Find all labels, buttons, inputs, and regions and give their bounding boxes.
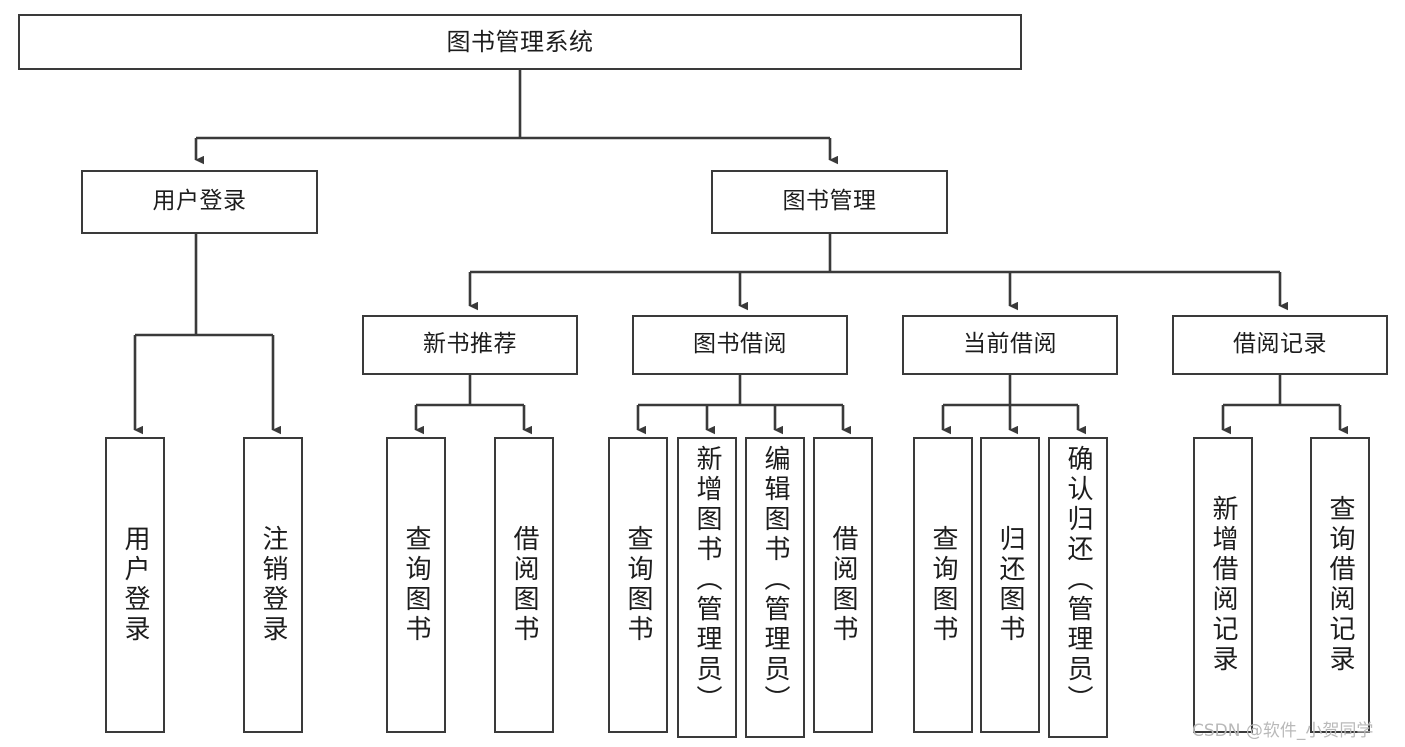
node-label: 新增图书（管理员） — [692, 445, 722, 715]
node-book-borrow[interactable]: 图书借阅 — [632, 315, 848, 375]
leaf-user-login-login[interactable]: 用户登录 — [105, 437, 165, 733]
leaf-current-borrow-query[interactable]: 查询图书 — [913, 437, 973, 733]
node-label: 用户登录 — [152, 188, 247, 215]
node-label: 查询图书 — [928, 525, 958, 645]
node-label: 新增借阅记录 — [1208, 495, 1238, 675]
leaf-book-borrow-edit[interactable]: 编辑图书（管理员） — [745, 437, 805, 738]
node-label: 归还图书 — [995, 525, 1025, 645]
node-label: 新书推荐 — [423, 331, 517, 358]
leaf-book-borrow-add[interactable]: 新增图书（管理员） — [677, 437, 737, 738]
leaf-new-book-query[interactable]: 查询图书 — [386, 437, 446, 733]
node-label: 当前借阅 — [963, 331, 1057, 358]
node-root-system[interactable]: 图书管理系统 — [18, 14, 1022, 70]
node-label: 借阅图书 — [509, 525, 539, 645]
node-label: 确认归还（管理员） — [1063, 445, 1093, 715]
node-label: 查询图书 — [401, 525, 431, 645]
node-label: 借阅图书 — [828, 525, 858, 645]
node-label: 编辑图书（管理员） — [760, 445, 790, 715]
node-label: 用户登录 — [120, 525, 150, 645]
leaf-current-borrow-return[interactable]: 归还图书 — [980, 437, 1040, 733]
node-label: 借阅记录 — [1233, 331, 1327, 358]
leaf-book-borrow-borrow[interactable]: 借阅图书 — [813, 437, 873, 733]
node-label: 查询图书 — [623, 525, 653, 645]
leaf-book-borrow-query[interactable]: 查询图书 — [608, 437, 668, 733]
node-label: 查询借阅记录 — [1325, 495, 1355, 675]
node-current-borrow[interactable]: 当前借阅 — [902, 315, 1118, 375]
leaf-user-login-logout[interactable]: 注销登录 — [243, 437, 303, 733]
node-label: 图书借阅 — [693, 331, 787, 358]
leaf-new-book-borrow[interactable]: 借阅图书 — [494, 437, 554, 733]
node-label: 注销登录 — [258, 525, 288, 645]
leaf-borrow-record-add[interactable]: 新增借阅记录 — [1193, 437, 1253, 733]
node-label: 图书管理 — [782, 188, 877, 215]
node-new-book-recommend[interactable]: 新书推荐 — [362, 315, 578, 375]
node-user-login[interactable]: 用户登录 — [81, 170, 318, 234]
watermark-text: CSDN @软件_小贺同学 — [1192, 721, 1374, 741]
node-borrow-record[interactable]: 借阅记录 — [1172, 315, 1388, 375]
leaf-borrow-record-query[interactable]: 查询借阅记录 — [1310, 437, 1370, 733]
node-book-management[interactable]: 图书管理 — [711, 170, 948, 234]
node-label: 图书管理系统 — [446, 27, 594, 56]
leaf-current-borrow-confirm-return[interactable]: 确认归还（管理员） — [1048, 437, 1108, 738]
